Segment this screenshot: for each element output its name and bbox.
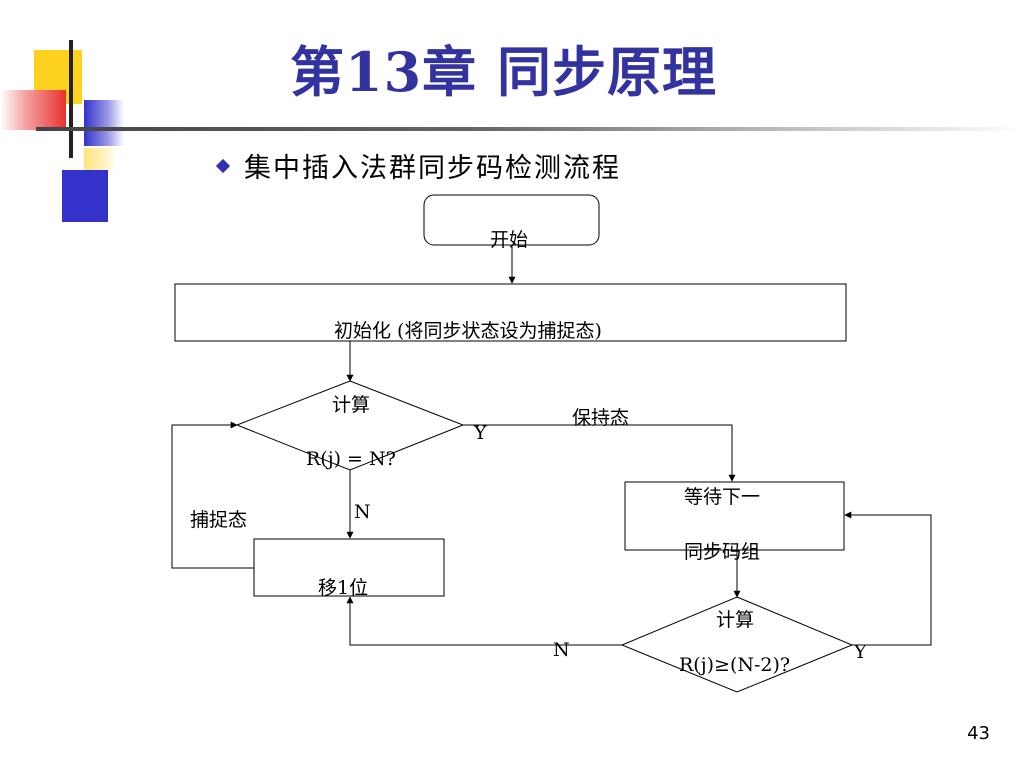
arrow-decision2-wait	[844, 511, 932, 646]
deco-yellow-small-gradient	[84, 148, 114, 170]
arrow-shift-loop	[171, 421, 254, 569]
start-label: 开始	[490, 229, 528, 251]
deco-blue-gradient-square	[84, 100, 124, 146]
arrow-decision1-wait	[463, 424, 736, 482]
init-box	[174, 283, 847, 342]
decision1-line1: 计算	[332, 394, 370, 416]
init-label: 初始化 (将同步状态设为捕捉态)	[334, 320, 602, 342]
decision2-line2: R(j)≥(N-2)?	[679, 654, 790, 676]
capture-state-label: 捕捉态	[190, 509, 247, 531]
keep-state-label: 保持态	[572, 407, 629, 429]
shift-label: 移1位	[318, 577, 368, 599]
wait-box	[624, 481, 845, 551]
deco-blue-square	[62, 170, 108, 222]
no2-label: N	[553, 639, 570, 661]
bullet-text: 集中插入法群同步码检测流程	[244, 153, 621, 184]
wait-line1: 等待下一	[684, 486, 760, 508]
yes1-label: Y	[473, 422, 487, 444]
deco-vertical-line	[69, 40, 73, 158]
arrow-decision2-shift	[346, 596, 622, 646]
page-number: 43	[967, 723, 990, 744]
decision2-line1: 计算	[716, 609, 754, 631]
no1-label: N	[354, 501, 371, 523]
shift-box	[253, 538, 445, 597]
page-title: 第13章 同步原理	[290, 40, 717, 104]
deco-red-gradient	[0, 90, 66, 130]
decision1-line2: R(j) = N?	[306, 448, 396, 470]
title-rule	[36, 127, 1024, 131]
yes2-label: Y	[853, 641, 867, 663]
wait-line2: 同步码组	[684, 541, 760, 563]
decision2-diamond	[620, 596, 854, 693]
